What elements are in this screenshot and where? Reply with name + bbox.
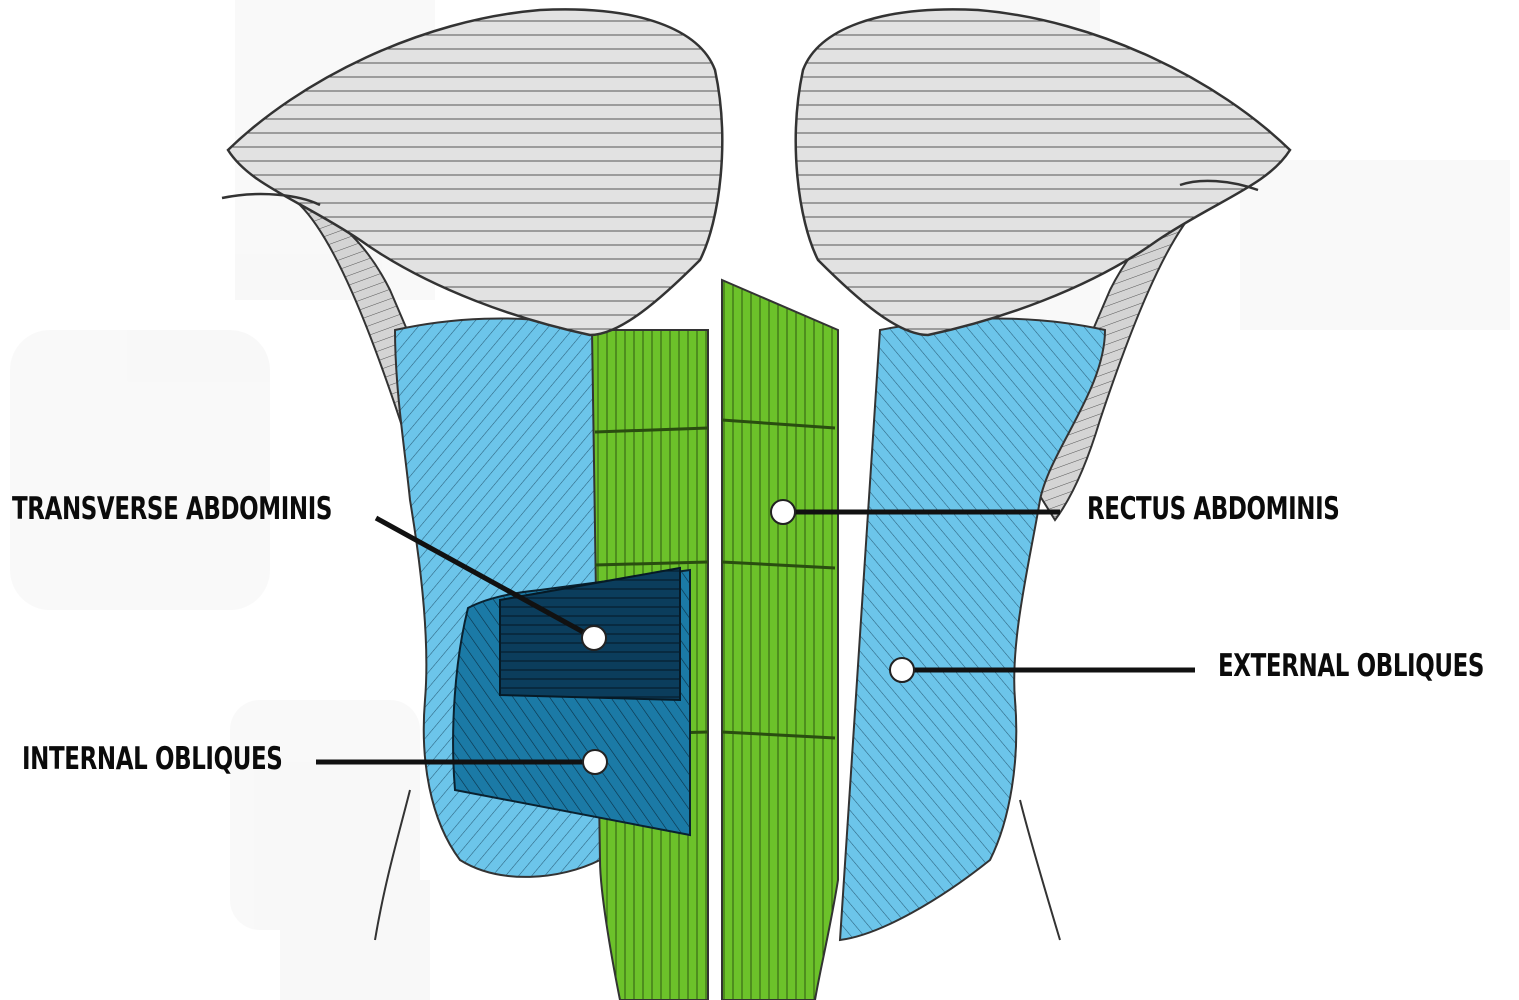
label-transverse-abdominis: TRANSVERSE ABDOMINIS xyxy=(12,494,332,525)
pectoral-right xyxy=(796,9,1290,335)
label-external-obliques: EXTERNAL OBLIQUES xyxy=(1218,651,1484,682)
label-internal-obliques: INTERNAL OBLIQUES xyxy=(22,744,282,775)
label-rectus-abdominis: RECTUS ABDOMINIS xyxy=(1087,494,1339,525)
external-oblique-right xyxy=(840,318,1105,940)
